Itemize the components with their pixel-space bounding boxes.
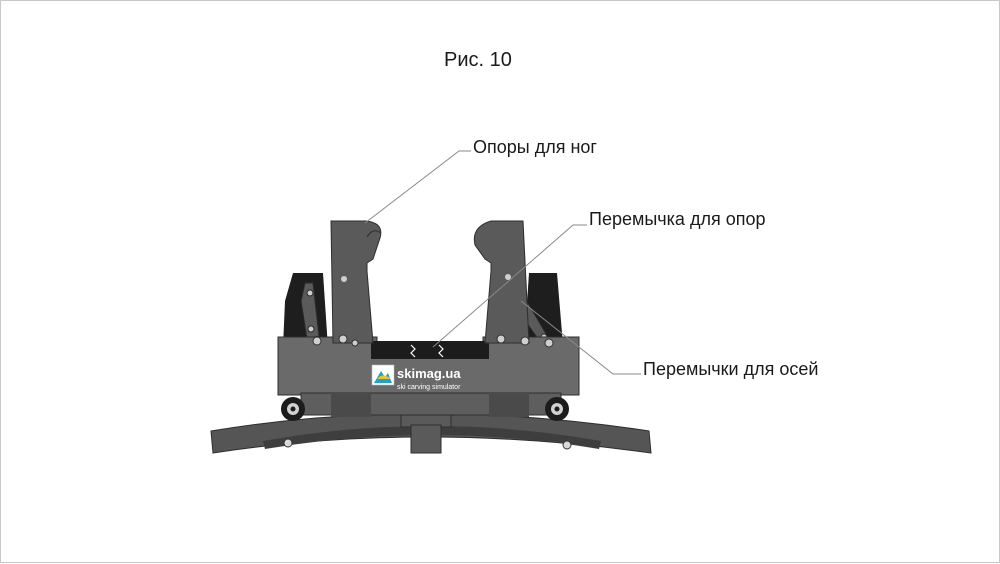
support-bridge-clip-right <box>438 344 444 358</box>
left-rail-pin <box>283 438 293 448</box>
left-support-pin-top <box>341 276 347 282</box>
callout-axle-bridges: Перемычки для осей <box>643 359 819 379</box>
left-foot-support-hook <box>366 230 382 238</box>
leader-axle-bridges <box>520 300 641 375</box>
right-support-pin-top <box>505 274 511 280</box>
left-foot-support <box>330 220 382 344</box>
logo-brand-text: skimag.ua <box>397 366 461 381</box>
support-bridge-clip-left <box>410 344 416 358</box>
callout-foot-supports: Опоры для ног <box>473 137 597 157</box>
sun-icon <box>377 375 391 379</box>
left-support-pin-2 <box>312 336 322 346</box>
left-wheel <box>281 397 305 421</box>
figure-caption: Рис. 10 <box>444 49 512 71</box>
right-support-pin <box>496 334 506 344</box>
left-skirt <box>331 393 371 417</box>
leader-support-bridge <box>432 224 587 348</box>
rear-rail <box>263 426 601 449</box>
logo-tagline-text: ski carving simulator <box>397 384 461 391</box>
leader-foot-supports <box>364 150 471 224</box>
left-support-pin <box>338 334 348 344</box>
right-support-pin-2 <box>520 336 530 346</box>
right-support-pin-3 <box>544 338 554 348</box>
brand-logo: skimag.ua ski carving simulator <box>371 364 461 391</box>
right-rail-pin <box>562 440 572 450</box>
support-bridge-bar <box>371 341 489 359</box>
center-post <box>400 412 452 454</box>
callout-support-bridge: Перемычка для опор <box>589 209 766 229</box>
right-wheel <box>545 397 569 421</box>
right-skirt <box>489 393 529 417</box>
left-support-pin-3 <box>351 339 359 347</box>
right-foot-support <box>473 220 530 344</box>
